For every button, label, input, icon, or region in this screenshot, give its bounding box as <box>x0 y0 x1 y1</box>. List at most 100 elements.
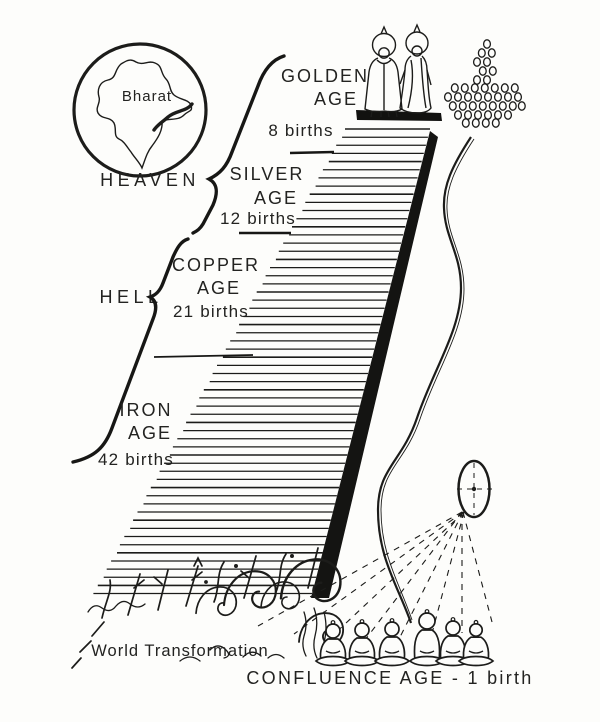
seated-figure <box>408 609 446 667</box>
soul-circle-icon <box>463 92 473 102</box>
figure-head <box>354 622 370 638</box>
hell-brace <box>71 237 190 464</box>
deity-sari-folds <box>399 57 432 109</box>
spray-dot <box>289 553 294 558</box>
soul-circle-icon <box>461 118 470 128</box>
soul-circle-icon <box>458 101 467 111</box>
figure-hands <box>445 650 461 654</box>
grass-strokes-icon <box>71 621 105 669</box>
wave-curl-icon <box>222 570 277 609</box>
figure-topknot <box>450 617 456 622</box>
figure-body <box>413 629 441 662</box>
spear-stroke-icon <box>307 547 319 589</box>
light-ray <box>462 511 493 623</box>
soul-circle-icon <box>508 101 517 111</box>
soul-circle-icon <box>478 66 487 76</box>
soul-circle-icon <box>470 83 479 93</box>
deity-sari <box>399 55 432 114</box>
waves <box>87 553 345 662</box>
soul-circle-icon <box>463 110 473 120</box>
figure-hands <box>354 650 370 654</box>
figure-body <box>319 638 347 662</box>
silver-age-label: SILVER AGE 12 births <box>220 164 305 235</box>
figure-hands <box>468 650 484 654</box>
golden-age-line1: GOLDEN <box>281 66 369 86</box>
soul-circle-icon <box>493 92 503 102</box>
soul-circle-icon <box>488 101 497 111</box>
soul-circle-icon <box>472 57 482 67</box>
soul-circle-icon <box>472 75 482 85</box>
light-ray <box>395 511 464 646</box>
wave-curl-icon <box>195 586 238 616</box>
bharat-map-bold-coast <box>152 102 194 132</box>
descent-curve-main <box>376 136 472 624</box>
copper-age-births: 21 births <box>173 302 249 321</box>
arrow-stroke-icon <box>185 556 203 607</box>
meditators <box>314 609 495 667</box>
iron-age-births: 42 births <box>98 450 174 469</box>
halo-icon <box>405 31 429 55</box>
soul-circle-icon <box>483 110 493 120</box>
soul-circle-icon <box>482 57 492 67</box>
copper-iron-divider <box>153 354 254 358</box>
figure-topknot <box>389 618 395 623</box>
figure-head <box>325 623 341 639</box>
light-ray <box>361 511 463 645</box>
iron-age-label: IRON AGE 42 births <box>98 400 174 469</box>
figure-topknot <box>330 620 336 625</box>
golden-silver-divider <box>289 150 335 155</box>
soul-circle-icon <box>460 83 469 93</box>
silver-age-line1: SILVER <box>230 164 305 184</box>
soul-circle-icon <box>493 110 503 120</box>
soul-circle-icon <box>500 83 509 93</box>
bharat-map-outline-icon <box>96 59 193 170</box>
figure-head <box>418 612 436 630</box>
figure-crossed-legs <box>373 655 411 667</box>
copper-age-label: COPPER AGE 21 births <box>153 255 258 358</box>
water-swirls <box>179 645 285 662</box>
spear-stroke-icon <box>240 555 257 599</box>
world-transformation-label: World Transformation <box>91 642 268 660</box>
soul-circle-icon <box>488 66 497 76</box>
silver-age-line2: AGE <box>254 188 298 208</box>
soul-circle-icon <box>482 39 492 49</box>
iron-age-line2: AGE <box>128 423 172 443</box>
soul-circle-icon <box>477 48 486 58</box>
soul-circle-icon <box>487 48 496 58</box>
soul-circle-icon <box>453 110 463 120</box>
ladder-shadow-edge <box>311 131 438 598</box>
soul-cluster <box>443 39 526 128</box>
flame-stroke-icon <box>213 561 225 603</box>
wave-curl-icon <box>279 558 342 603</box>
soul-circle-icon <box>513 92 523 102</box>
flame-stroke-icon <box>101 579 112 619</box>
figure-topknot <box>359 619 365 624</box>
figure-hands <box>325 650 341 654</box>
light-ray <box>257 511 463 627</box>
figure-head <box>445 620 461 636</box>
soul-circle-icon <box>478 101 487 111</box>
water-squiggle <box>87 600 146 613</box>
ladder-top-platform <box>356 110 442 121</box>
soul-circle-icon <box>503 110 513 120</box>
hell-label: HELL <box>99 287 162 307</box>
figure-crossed-legs <box>457 655 495 667</box>
soul-circle-icon <box>482 75 492 85</box>
figure-body <box>462 636 490 662</box>
soul-circle-icon <box>468 101 477 111</box>
soul-circle-icon <box>517 101 526 111</box>
spear-stroke-icon <box>127 573 145 616</box>
seated-figure <box>314 620 352 667</box>
figure-topknot <box>473 619 479 625</box>
deity-robe-folds <box>370 59 398 118</box>
spray-dot <box>204 580 208 584</box>
soul-circle-icon <box>480 83 489 93</box>
globe-label: Bharat <box>122 88 172 105</box>
figure-hands <box>384 650 400 654</box>
soul-circle-icon <box>471 118 480 128</box>
figure-head <box>384 621 400 637</box>
figure-topknot <box>424 609 430 614</box>
soul-circle-icon <box>510 83 519 93</box>
